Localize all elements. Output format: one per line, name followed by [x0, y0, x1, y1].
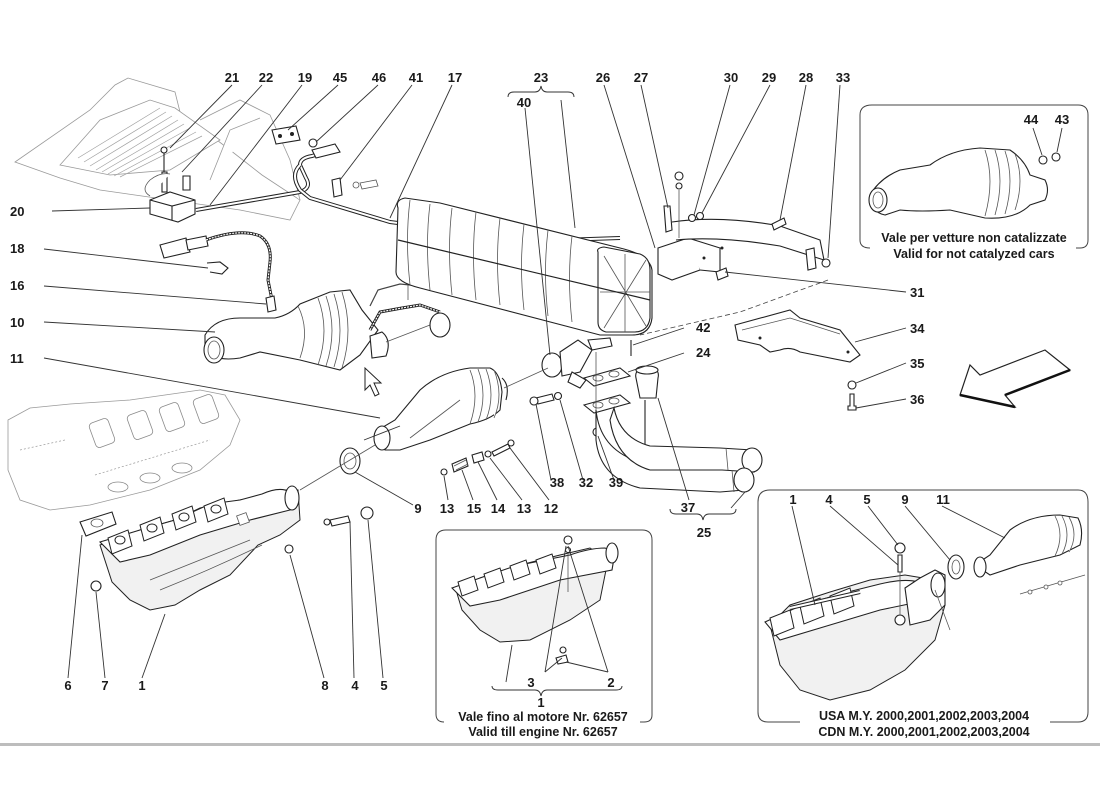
callout-35: 35	[910, 356, 924, 371]
callout-23: 23	[534, 70, 548, 85]
callout-10: 10	[10, 315, 24, 330]
callout-11: 11	[10, 351, 24, 366]
inset3-callout-11: 11	[936, 492, 950, 507]
callout-20: 20	[10, 204, 24, 219]
callout-26: 26	[596, 70, 610, 85]
inset1-caption-it: Vale per vetture non catalizzate	[881, 231, 1067, 245]
bottom-divider	[0, 743, 1100, 746]
inset1-callout-44: 44	[1024, 112, 1039, 127]
clamp-40	[541, 337, 613, 389]
callout-18: 18	[10, 241, 24, 256]
callout-14: 14	[491, 501, 506, 516]
inset3-callout-1: 1	[789, 492, 796, 507]
callout-40: 40	[517, 95, 531, 110]
mouse-pointer	[364, 366, 383, 397]
callout-5: 5	[380, 678, 387, 693]
control-unit	[144, 146, 196, 223]
callout-1: 1	[138, 678, 145, 693]
callout-41: 41	[409, 70, 423, 85]
catalytic-converter-11	[373, 367, 549, 451]
inset2-caption-en: Valid till engine Nr. 62657	[468, 725, 617, 739]
inset2-callout-1: 1	[537, 695, 544, 710]
washer-35	[847, 380, 857, 390]
callout-8: 8	[321, 678, 328, 693]
callout-45: 45	[333, 70, 347, 85]
inset-early-engine: 3 2 1 Vale fino al motore Nr. 62657 Vali…	[435, 529, 653, 739]
inset3-callout-4: 4	[825, 492, 833, 507]
callout-32: 32	[579, 475, 593, 490]
callout-6: 6	[64, 678, 71, 693]
callout-31: 31	[910, 285, 924, 300]
muffler-bracket	[657, 171, 831, 281]
callout-12: 12	[544, 501, 558, 516]
leader-lines	[43, 84, 907, 679]
inset-non-catalyzed: 44 43 Vale per vetture non catalizzate V…	[859, 104, 1089, 261]
engine-block-ghost	[7, 389, 241, 511]
callout-46: 46	[372, 70, 386, 85]
callout-21: 21	[225, 70, 239, 85]
flex-pipe-25	[595, 405, 763, 493]
callout-24: 24	[696, 345, 711, 360]
callout-25: 25	[697, 525, 711, 540]
callout-labels: 21 22 19 45 46 41 17 23 40 26 27 30 29 2…	[10, 70, 925, 693]
gasket-24	[582, 367, 632, 414]
callout-17: 17	[448, 70, 462, 85]
callout-19: 19	[298, 70, 312, 85]
gasket-6	[79, 511, 117, 537]
lambda-sensor-16	[265, 295, 277, 313]
callout-34: 34	[910, 321, 925, 336]
callout-27: 27	[634, 70, 648, 85]
callout-28: 28	[799, 70, 813, 85]
inset1-callout-43: 43	[1055, 112, 1069, 127]
inset1-caption-en: Valid for not catalyzed cars	[893, 247, 1054, 261]
inset2-callout-3: 3	[527, 675, 534, 690]
callout-42: 42	[696, 320, 710, 335]
bolt-38	[535, 393, 555, 405]
bolt-4	[329, 515, 351, 527]
inset2-callout-2: 2	[607, 675, 614, 690]
inset3-callout-9: 9	[901, 492, 908, 507]
inset-usa-cdn: 1 4 5 9 11 USA M.Y. 2000,2001,2002,2003,…	[757, 489, 1089, 739]
callout-7: 7	[101, 678, 108, 693]
blank-footer-area	[0, 746, 1100, 800]
spring-bolt-set	[440, 439, 515, 476]
washer-32	[553, 391, 563, 401]
nut-8	[284, 544, 294, 554]
callout-30: 30	[724, 70, 738, 85]
callout-9: 9	[414, 501, 421, 516]
callout-33: 33	[836, 70, 850, 85]
bolt-36	[847, 393, 857, 411]
callout-38: 38	[550, 475, 564, 490]
callout-36: 36	[910, 392, 924, 407]
cap-5	[360, 506, 374, 520]
callout-15: 15	[467, 501, 481, 516]
gasket-9	[339, 447, 361, 475]
callout-37: 37	[681, 500, 695, 515]
callout-13b: 13	[517, 501, 531, 516]
callout-16: 16	[10, 278, 24, 293]
muffler-17	[395, 197, 653, 336]
callout-39: 39	[609, 475, 623, 490]
catalytic-converter-10	[203, 289, 431, 371]
nut-46	[308, 138, 318, 148]
bracket-45	[271, 125, 301, 145]
connector-19	[311, 143, 341, 159]
callout-29: 29	[762, 70, 776, 85]
inset2-caption-it: Vale fino al motore Nr. 62657	[458, 710, 628, 724]
pipe-end	[429, 312, 451, 338]
inset3-caption-usa: USA M.Y. 2000,2001,2002,2003,2004	[819, 709, 1029, 723]
exhaust-manifold-1	[98, 485, 301, 611]
sensor-connector-18	[159, 231, 274, 301]
heat-shield-34	[734, 309, 861, 363]
callout-4: 4	[351, 678, 359, 693]
inset3-callout-5: 5	[863, 492, 870, 507]
inset3-caption-cdn: CDN M.Y. 2000,2001,2002,2003,2004	[818, 725, 1029, 739]
callout-22: 22	[259, 70, 273, 85]
exhaust-exploded-diagram: 21 22 19 45 46 41 17 23 40 26 27 30 29 2…	[7, 70, 1089, 739]
clip-41	[331, 177, 379, 198]
nut-7	[90, 580, 102, 592]
front-direction-arrow	[959, 349, 1072, 408]
callout-13a: 13	[440, 501, 454, 516]
